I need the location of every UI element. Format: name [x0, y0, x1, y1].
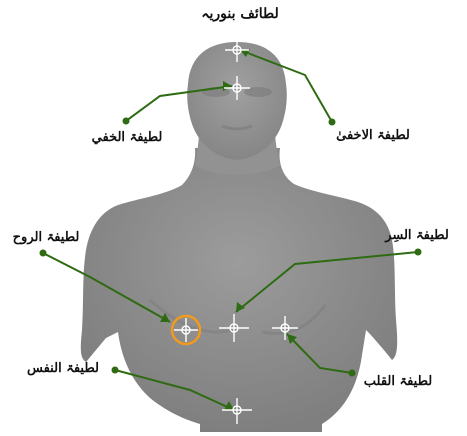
dot-marker-icon [415, 249, 422, 256]
dot-marker-icon [123, 118, 130, 125]
dot-marker-icon [112, 367, 119, 374]
label-latifa-khafi: لطیفۃ الخفي [72, 130, 182, 146]
label-latifa-nafs: لطیفۃ النفس [16, 361, 110, 377]
label-latifa-sirr: لطیفۃ السِر [370, 228, 464, 244]
label-latifa-qalb: لطیفۃ القلب [348, 374, 448, 390]
diagram-title: لطائف بنوریہ [190, 6, 290, 22]
label-latifa-akhfa: لطیفۃ الاخفیٰ [318, 128, 428, 144]
dot-marker-icon [40, 250, 47, 257]
label-latifa-ruh: لطیفۃ الروح [2, 230, 90, 246]
dot-marker-icon [329, 119, 336, 126]
